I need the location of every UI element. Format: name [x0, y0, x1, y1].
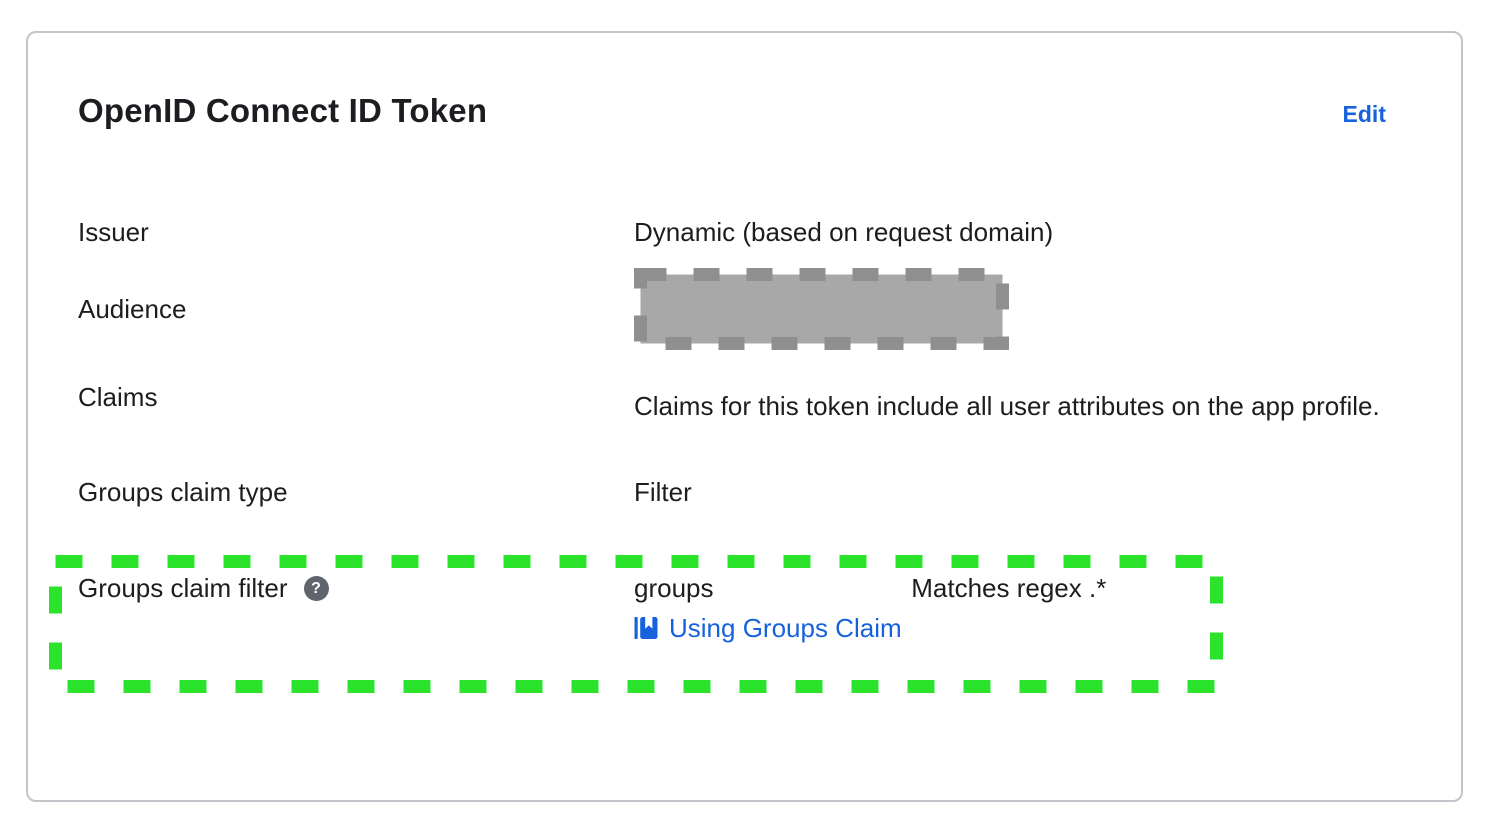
audience-row: Audience [78, 268, 1386, 350]
groups-claim-type-row: Groups claim type Filter [78, 477, 1386, 507]
issuer-value: Dynamic (based on request domain) [634, 217, 1054, 247]
openid-connect-id-token-card: OpenID Connect ID Token Edit Issuer Dyna… [26, 31, 1463, 802]
issuer-label: Issuer [78, 217, 149, 247]
groups-claim-type-label: Groups claim type [78, 477, 288, 507]
issuer-row: Issuer Dynamic (based on request domain) [78, 217, 1386, 247]
edit-button[interactable]: Edit [1342, 101, 1386, 127]
question-mark-icon[interactable]: ? [303, 575, 329, 601]
claim-name-value: groups [634, 573, 714, 603]
book-icon [634, 617, 658, 639]
groups-claim-filter-label-wrap: Groups claim filter ? [78, 573, 634, 603]
match-rule-value: Matches regex .* [911, 573, 1107, 603]
audience-value-redacted [634, 268, 1009, 350]
claims-label: Claims [78, 382, 158, 412]
groups-claim-type-value: Filter [634, 477, 692, 507]
page-title: OpenID Connect ID Token [78, 92, 488, 129]
doc-link-row: Using Groups Claim [78, 613, 1223, 647]
groups-claim-filter-section: Groups claim filter ? groups Matches reg… [49, 555, 1223, 693]
card-header: OpenID Connect ID Token Edit [78, 91, 1386, 134]
groups-claim-filter-row: Groups claim filter ? groups Matches reg… [78, 573, 1223, 603]
groups-claim-filter-label: Groups claim filter [78, 573, 288, 603]
groups-claim-filter-value: groups Matches regex .* [634, 573, 1106, 603]
redaction-box [634, 268, 1009, 350]
doc-link-label: Using Groups Claim [669, 613, 902, 643]
audience-label: Audience [78, 294, 187, 324]
using-groups-claim-link[interactable]: Using Groups Claim [634, 613, 902, 643]
claims-value: Claims for this token include all user a… [634, 391, 1380, 421]
claims-row: Claims Claims for this token include all… [78, 382, 1386, 431]
